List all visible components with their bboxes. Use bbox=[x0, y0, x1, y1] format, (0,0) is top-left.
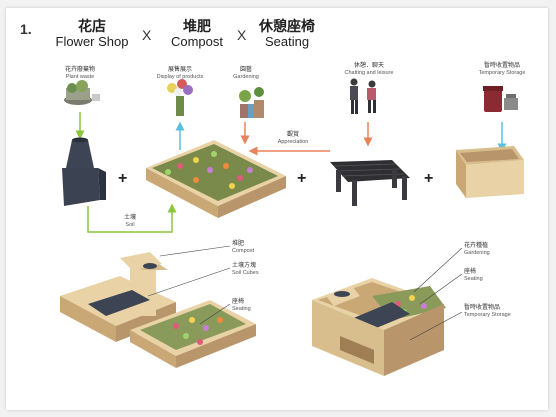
callout-line-compost bbox=[159, 245, 231, 257]
header-en: Seating bbox=[264, 34, 310, 49]
compost-bin bbox=[62, 137, 106, 206]
label-gardening: 園藝 Gardening bbox=[226, 66, 266, 81]
label-appreciation: 觀賞 Appreciation bbox=[268, 131, 318, 146]
callout-en: Soil Cubes bbox=[232, 270, 259, 276]
callout-en: Seating bbox=[464, 276, 483, 282]
callout-seating-left: 座椅 Seating bbox=[232, 298, 282, 313]
flower-bouquet-illustration bbox=[167, 79, 193, 116]
callout-zh: 堆肥 bbox=[232, 241, 245, 247]
label-zh: 花卉廢棄物 bbox=[64, 67, 95, 73]
times-symbol: X bbox=[142, 27, 152, 43]
label-zh: 土壤 bbox=[123, 215, 136, 221]
label-en: Appreciation bbox=[277, 139, 309, 145]
label-en: Plant waste bbox=[65, 74, 95, 80]
header-en: Compost bbox=[170, 34, 224, 49]
label-zh: 園藝 bbox=[239, 67, 252, 73]
storage-box bbox=[456, 146, 524, 198]
label-zh: 觀賞 bbox=[286, 132, 299, 138]
times-symbol: X bbox=[237, 27, 247, 43]
label-en: Display of products bbox=[156, 74, 204, 80]
combined-structure-left bbox=[60, 252, 256, 368]
label-en: Soil bbox=[125, 222, 135, 228]
header-flower-shop: 花店 Flower Shop bbox=[52, 18, 132, 50]
label-zh: 展售展示 bbox=[167, 67, 192, 73]
header-zh: 花店 bbox=[78, 18, 106, 34]
header-seating: 休憩座椅 Seating bbox=[252, 18, 322, 50]
plant-waste-illustration bbox=[64, 80, 100, 105]
callout-soil-cube: 土壤方塊 Soil Cubes bbox=[232, 262, 282, 277]
people-chatting-illustration bbox=[350, 78, 376, 114]
storage-bins-illustration bbox=[483, 86, 518, 112]
gardening-illustration bbox=[239, 87, 264, 118]
label-storage: 暫時收置物品 Temporary Storage bbox=[470, 62, 534, 77]
callout-en: Gardening bbox=[464, 250, 490, 256]
callout-zh: 座椅 bbox=[232, 299, 245, 305]
arrow-soil bbox=[87, 203, 177, 233]
label-en: Gardening bbox=[233, 74, 259, 80]
callout-seating-right: 座椅 Seating bbox=[464, 268, 524, 283]
callout-en: Seating bbox=[232, 306, 251, 312]
callout-line-storage bbox=[409, 311, 463, 341]
combined-structure-right bbox=[312, 278, 446, 376]
label-zh: 暫時收置物品 bbox=[483, 63, 520, 69]
label-display: 展售展示 Display of products bbox=[150, 66, 210, 81]
callout-compost: 堆肥 Compost bbox=[232, 240, 282, 255]
header-en: Flower Shop bbox=[55, 34, 129, 49]
callout-line-seating-right bbox=[419, 273, 463, 305]
callout-storage: 暫時收置物品 Temporary Storage bbox=[464, 304, 534, 319]
planter-box bbox=[146, 140, 286, 218]
label-en: Temporary Storage bbox=[478, 70, 526, 76]
callout-zh: 座椅 bbox=[464, 269, 477, 275]
label-en: Chatting and leisure bbox=[344, 70, 394, 76]
bench bbox=[330, 160, 410, 206]
callout-en: Temporary Storage bbox=[464, 312, 511, 318]
callout-gardening: 花卉種植 Gardening bbox=[464, 242, 524, 257]
callout-zh: 花卉種植 bbox=[464, 243, 489, 249]
label-soil: 土壤 Soil bbox=[110, 214, 150, 229]
label-chatting: 休憩．聊天 Chatting and leisure bbox=[334, 62, 404, 77]
callout-line-soil-cube bbox=[147, 267, 231, 297]
plus-sign: + bbox=[297, 170, 307, 187]
plus-sign: + bbox=[424, 170, 434, 187]
label-zh: 休憩．聊天 bbox=[353, 63, 384, 69]
diagram-card bbox=[6, 8, 548, 410]
callout-line-gardening bbox=[413, 247, 463, 293]
callout-line-seating-left bbox=[199, 303, 231, 325]
label-plant-waste: 花卉廢棄物 Plant waste bbox=[52, 66, 108, 81]
callout-en: Compost bbox=[232, 248, 255, 254]
header-zh: 堆肥 bbox=[183, 18, 211, 34]
callout-zh: 土壤方塊 bbox=[232, 263, 257, 269]
plus-sign: + bbox=[118, 170, 128, 187]
header-zh: 休憩座椅 bbox=[259, 18, 315, 34]
callout-zh: 暫時收置物品 bbox=[464, 305, 501, 311]
figure-number: 1. bbox=[20, 21, 32, 37]
header-compost: 堆肥 Compost bbox=[162, 18, 232, 50]
